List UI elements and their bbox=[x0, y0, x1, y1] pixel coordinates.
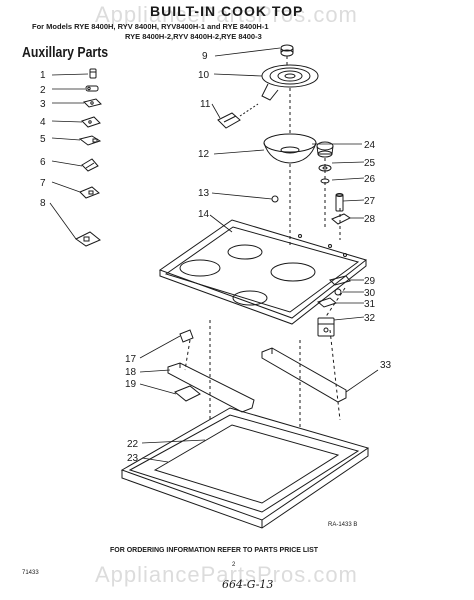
part-11-terminal-block bbox=[217, 103, 259, 129]
part-29-clip bbox=[329, 275, 351, 286]
callout-29: 29 bbox=[364, 276, 376, 287]
callout-26: 26 bbox=[364, 174, 376, 185]
aux-label-4: 4 bbox=[40, 117, 46, 128]
diagram-title: BUILT-IN COOK TOP bbox=[150, 3, 304, 19]
part-18-left-rail bbox=[167, 362, 255, 413]
callout-24: 24 bbox=[364, 140, 376, 151]
part-19-bracket bbox=[174, 385, 201, 402]
watermark-bottom: AppliancePartsPros.com bbox=[95, 562, 358, 587]
callout-14: 14 bbox=[198, 209, 210, 220]
aux-part-1-sketch bbox=[89, 68, 97, 79]
callout-32: 32 bbox=[364, 313, 376, 324]
auxiliary-parts-title: Auxillary Parts bbox=[22, 44, 109, 61]
aux-part-5-sketch bbox=[78, 135, 102, 146]
callout-27: 27 bbox=[364, 196, 376, 207]
callout-18: 18 bbox=[125, 367, 137, 378]
callout-28: 28 bbox=[364, 214, 376, 225]
part-28-bracket bbox=[331, 213, 351, 225]
assembly-lines bbox=[184, 56, 346, 430]
callout-19: 19 bbox=[125, 379, 137, 390]
aux-label-6: 6 bbox=[40, 157, 46, 168]
callout-9: 9 bbox=[202, 51, 208, 62]
part-33-right-rail bbox=[261, 347, 347, 403]
callout-25: 25 bbox=[364, 158, 376, 169]
callout-11: 11 bbox=[200, 99, 211, 110]
part-14-cooktop bbox=[158, 219, 368, 325]
part-25-bezel bbox=[318, 164, 332, 172]
page-number: 2 bbox=[232, 562, 236, 568]
aux-label-7: 7 bbox=[40, 178, 46, 189]
callout-10: 10 bbox=[198, 70, 210, 81]
callout-33: 33 bbox=[380, 360, 392, 371]
callout-17: 17 bbox=[125, 354, 137, 365]
ordering-footer: FOR ORDERING INFORMATION REFER TO PARTS … bbox=[110, 547, 319, 554]
document-code: 71433 bbox=[22, 570, 39, 576]
aux-label-3: 3 bbox=[40, 99, 46, 110]
part-9-knob bbox=[280, 44, 294, 57]
part-17-clip bbox=[179, 329, 194, 343]
aux-label-1: 1 bbox=[40, 70, 46, 81]
part-31-plate bbox=[316, 297, 338, 308]
part-30-washer bbox=[334, 288, 342, 296]
models-line-1: For Models RYE 8400H, RYV 8400H, RYV8400… bbox=[32, 22, 269, 31]
callout-22: 22 bbox=[127, 439, 139, 450]
leader-lines bbox=[49, 47, 379, 463]
handwritten-note: 664-G-13 bbox=[222, 578, 274, 591]
part-27-switch-shaft bbox=[335, 193, 344, 212]
callout-30: 30 bbox=[364, 288, 376, 299]
watermark-top: AppliancePartsPros.com bbox=[95, 2, 358, 27]
aux-part-2-sketch bbox=[85, 85, 99, 92]
part-26-spring bbox=[320, 178, 330, 184]
part-10-surface-element bbox=[261, 64, 319, 101]
callout-12: 12 bbox=[198, 149, 210, 160]
aux-part-4-sketch bbox=[81, 116, 101, 128]
part-24-knob bbox=[316, 141, 334, 158]
aux-part-3-sketch bbox=[83, 98, 102, 108]
aux-part-6-sketch bbox=[81, 158, 99, 172]
callout-13: 13 bbox=[198, 188, 210, 199]
reference-code: RA-1433 B bbox=[328, 522, 358, 528]
aux-part-7-sketch bbox=[79, 186, 100, 199]
models-line-2: RYE 8400H-2,RYV 8400H-2,RYE 8400-3 bbox=[125, 32, 262, 41]
callout-labels: 1 2 3 4 5 6 7 8 9 10 11 12 13 14 17 18 1… bbox=[40, 51, 392, 464]
aux-part-8-sketch bbox=[75, 231, 101, 247]
part-12-drip-bowl bbox=[263, 133, 317, 164]
callout-23: 23 bbox=[127, 453, 139, 464]
part-32-switch bbox=[317, 317, 335, 337]
part-13-screw bbox=[271, 195, 279, 203]
aux-label-2: 2 bbox=[40, 85, 46, 96]
aux-label-5: 5 bbox=[40, 134, 46, 145]
aux-label-8: 8 bbox=[40, 198, 46, 209]
callout-31: 31 bbox=[364, 299, 376, 310]
part-23-burner-box bbox=[120, 407, 370, 529]
